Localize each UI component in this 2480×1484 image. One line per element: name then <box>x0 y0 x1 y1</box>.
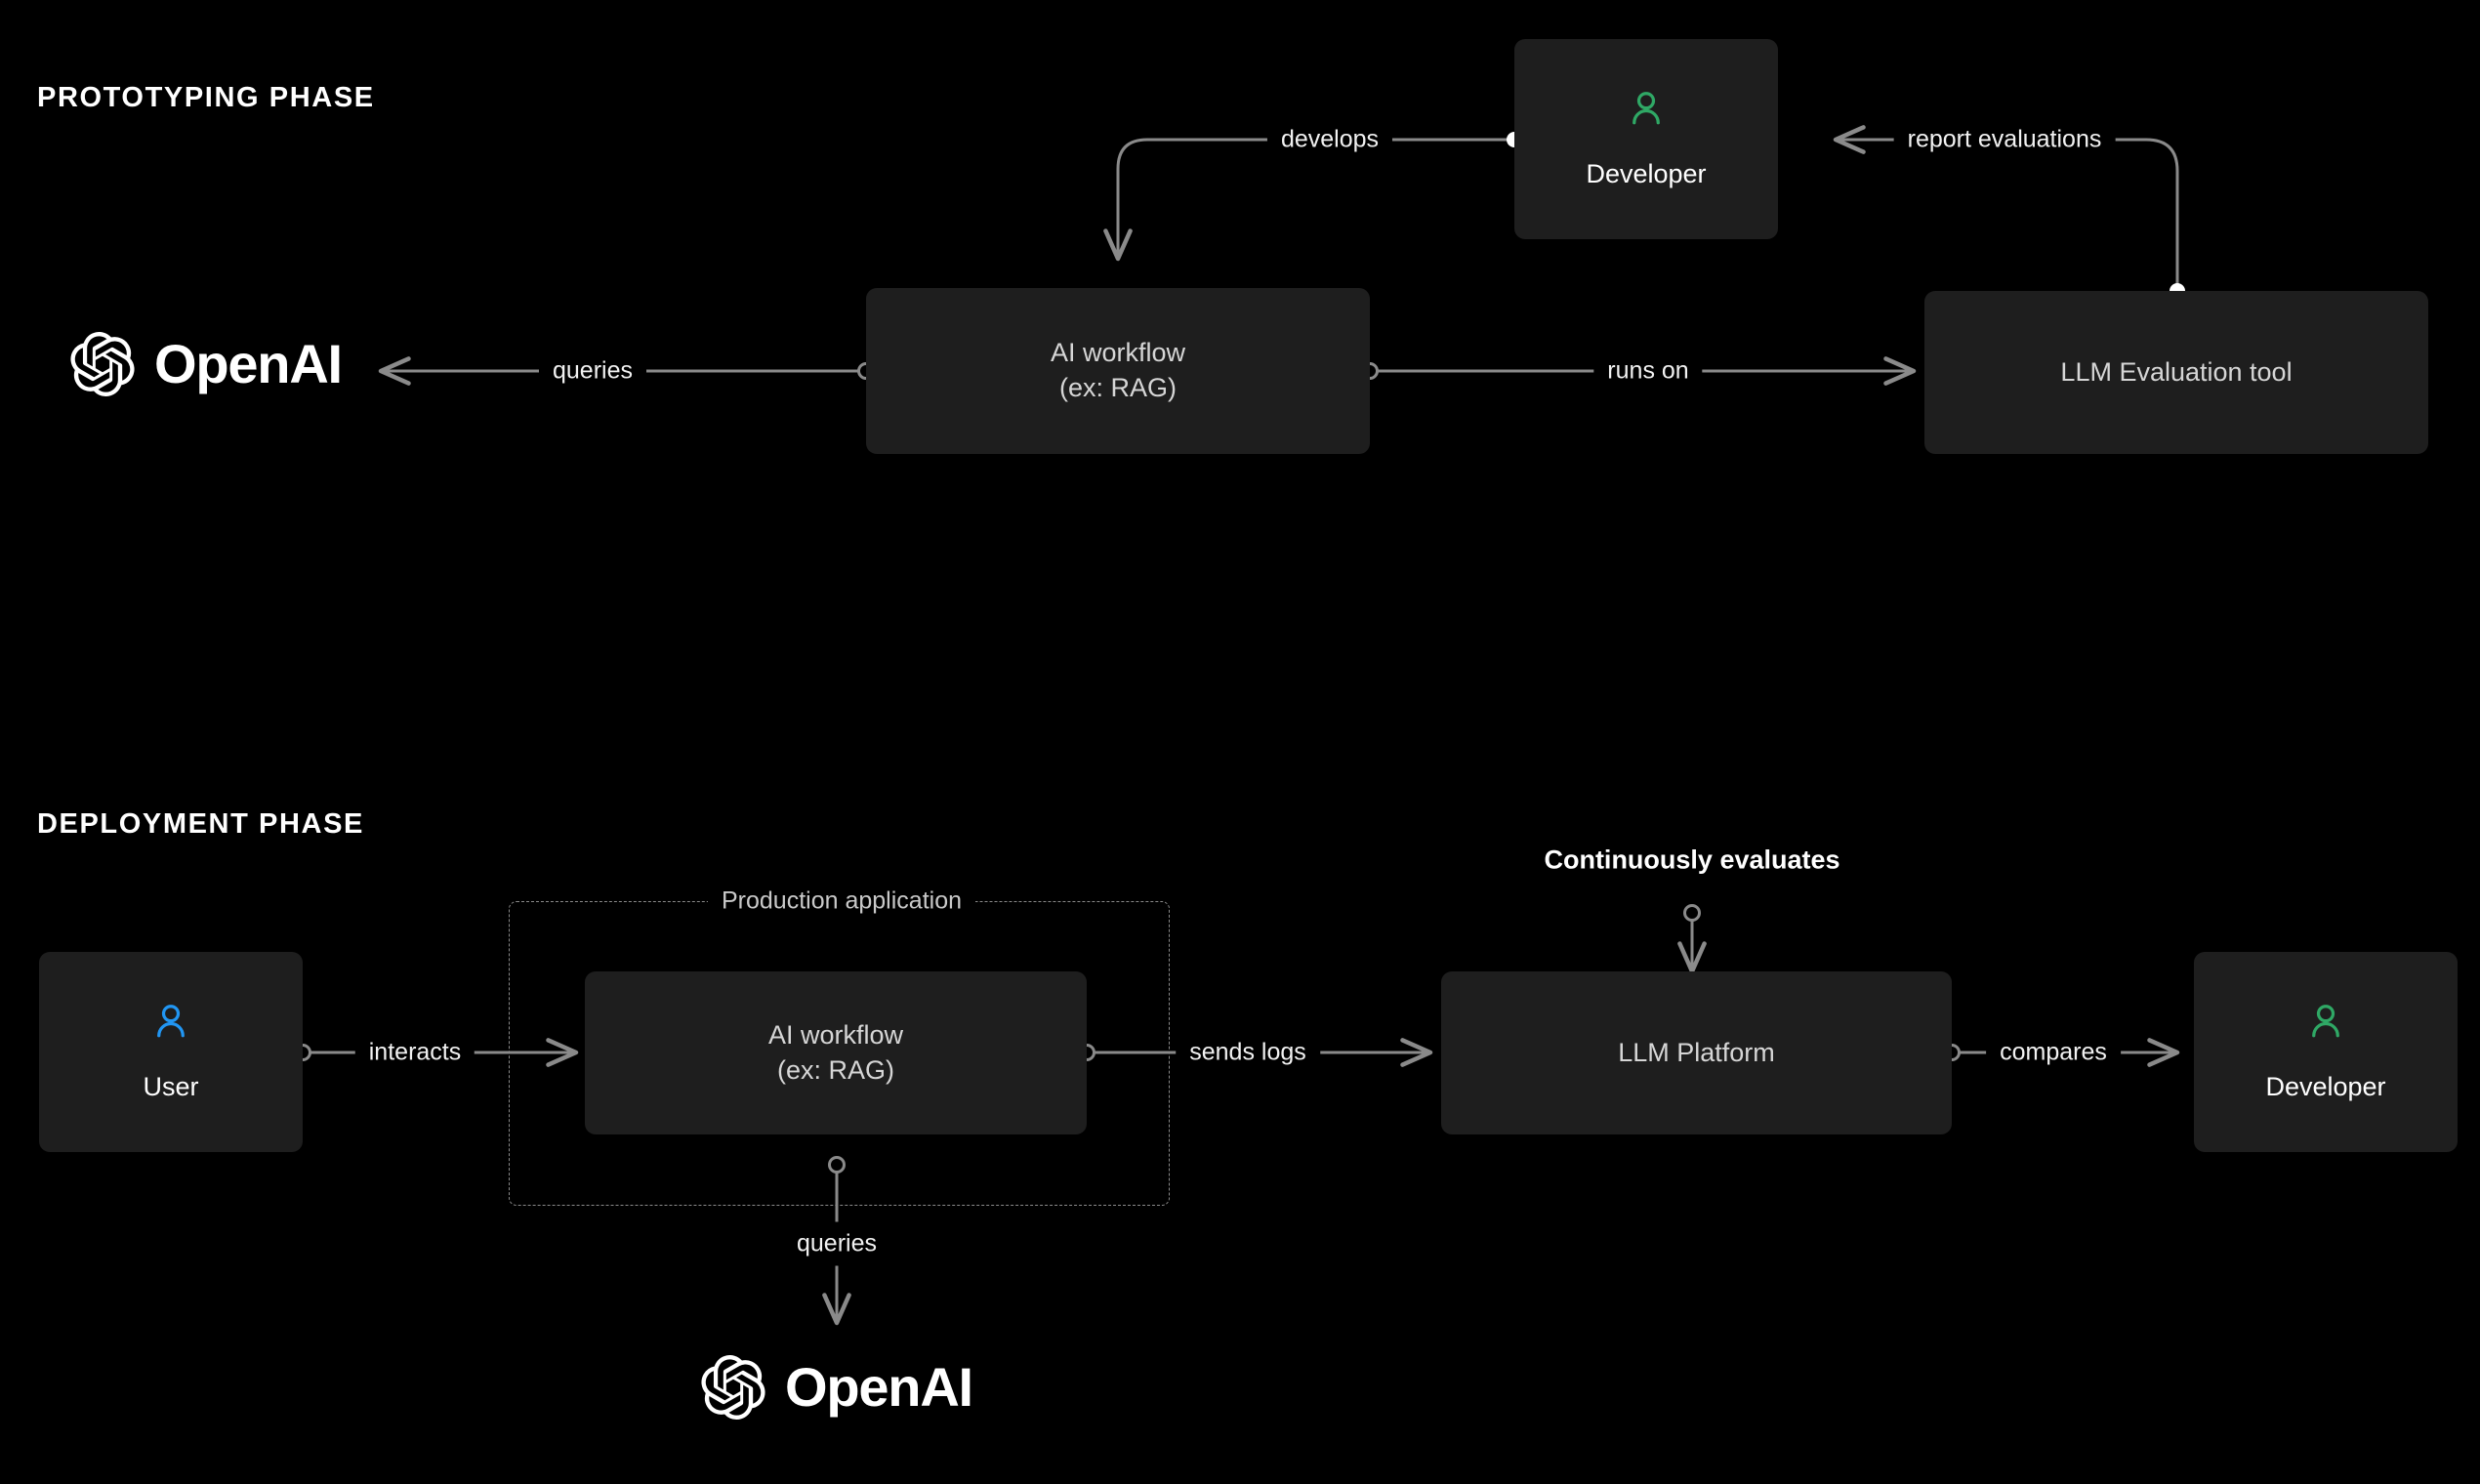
openai-wordmark-deployment: OpenAI <box>785 1356 973 1418</box>
node-llm-evaluation-tool-label: LLM Evaluation tool <box>2060 356 2293 387</box>
edge-label-develops: develops <box>1266 117 1393 162</box>
node-ai-workflow-production[interactable]: AI workflow (ex: RAG) <box>585 971 1087 1134</box>
openai-logo-icon <box>70 332 135 396</box>
node-llm-platform-label: LLM Platform <box>1618 1037 1775 1067</box>
section-title-prototyping: PROTOTYPING PHASE <box>37 82 375 113</box>
node-user-label: User <box>143 1071 199 1101</box>
edge-report-evaluations <box>1833 125 2185 299</box>
edge-label-compares: compares <box>1986 1030 2121 1075</box>
openai-brand-deployment: OpenAI <box>701 1355 973 1420</box>
person-icon <box>2312 1004 2339 1038</box>
edge-label-continuously-evaluates: Continuously evaluates <box>1544 845 1840 875</box>
person-icon <box>157 1004 185 1038</box>
edge-label-report-evaluations: report evaluations <box>1893 117 2116 162</box>
node-llm-platform[interactable]: LLM Platform <box>1441 971 1952 1134</box>
person-icon <box>1633 91 1660 125</box>
section-title-deployment: DEPLOYMENT PHASE <box>37 808 364 840</box>
node-developer-label: Developer <box>1586 158 1707 188</box>
openai-logo-icon <box>701 1355 765 1420</box>
openai-brand-prototyping: OpenAI <box>70 332 343 396</box>
edge-label-sends-logs: sends logs <box>1176 1030 1320 1075</box>
node-ai-workflow[interactable]: AI workflow (ex: RAG) <box>866 288 1370 454</box>
group-production-application-label: Production application <box>708 886 975 916</box>
edge-label-runs-on: runs on <box>1593 349 1703 393</box>
node-llm-evaluation-tool[interactable]: LLM Evaluation tool <box>1924 291 2428 454</box>
node-ai-workflow-label: AI workflow (ex: RAG) <box>1050 338 1186 402</box>
node-developer-deployment[interactable]: Developer <box>2194 952 2458 1152</box>
node-user[interactable]: User <box>39 952 303 1152</box>
node-ai-workflow-production-label: AI workflow (ex: RAG) <box>767 1019 904 1085</box>
edge-label-queries: queries <box>539 349 646 393</box>
node-developer-deployment-label: Developer <box>2265 1071 2386 1101</box>
node-developer[interactable]: Developer <box>1514 39 1778 239</box>
edge-label-interacts: interacts <box>354 1030 475 1075</box>
edge-continuously-evaluates <box>1677 904 1707 974</box>
edge-label-queries-deployment: queries <box>783 1221 890 1266</box>
openai-wordmark-prototyping: OpenAI <box>154 333 343 394</box>
